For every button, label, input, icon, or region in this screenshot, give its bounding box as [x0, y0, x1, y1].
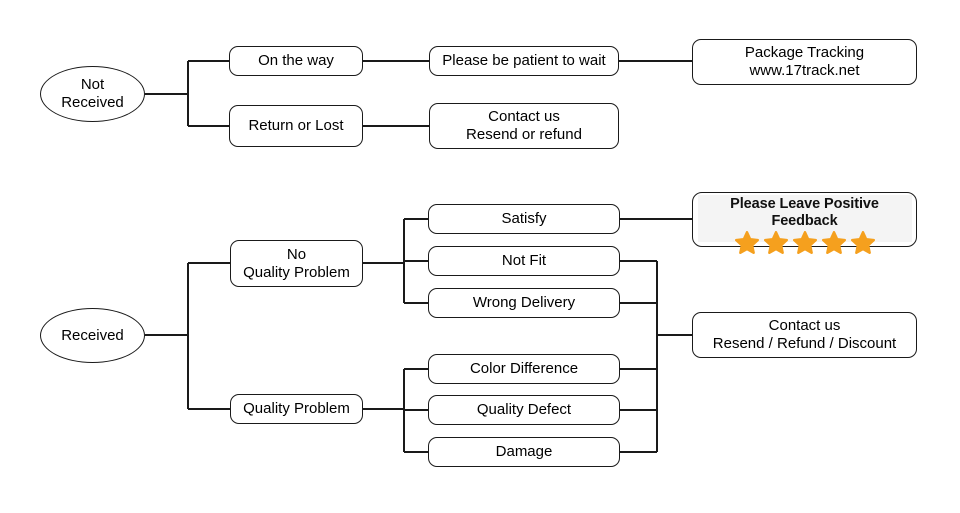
- node-not-received[interactable]: Not Received: [40, 66, 145, 122]
- node-contact-us-resend-refund-discount[interactable]: Contact us Resend / Refund / Discount: [692, 312, 917, 358]
- feedback-title: Please Leave Positive Feedback: [730, 196, 879, 230]
- node-please-be-patient-label: Please be patient to wait: [442, 52, 606, 70]
- feedback-banner: Please Leave Positive Feedback: [697, 195, 912, 255]
- star-icon[interactable]: [792, 231, 817, 255]
- node-return-or-lost[interactable]: Return or Lost: [229, 105, 363, 147]
- node-damage[interactable]: Damage: [428, 437, 620, 467]
- node-contact-us-resend-refund[interactable]: Contact us Resend or refund: [429, 103, 619, 149]
- node-quality-defect[interactable]: Quality Defect: [428, 395, 620, 425]
- node-contact-us-resend-refund-line2: Resend or refund: [466, 126, 582, 143]
- node-color-difference-label: Color Difference: [469, 360, 579, 378]
- node-package-tracking-line2: www.17track.net: [749, 62, 860, 79]
- node-not-received-line1: Not: [80, 76, 105, 94]
- node-satisfy[interactable]: Satisfy: [428, 204, 620, 234]
- node-satisfy-label: Satisfy: [501, 210, 547, 228]
- star-icon[interactable]: [734, 231, 759, 255]
- node-received-label: Received: [61, 326, 124, 344]
- node-wrong-delivery-label: Wrong Delivery: [472, 294, 576, 312]
- node-contact-us-discount-line1: Contact us: [768, 317, 841, 335]
- node-contact-us-discount-line2: Resend / Refund / Discount: [712, 335, 897, 352]
- star-icon[interactable]: [850, 231, 875, 255]
- node-on-the-way[interactable]: On the way: [229, 46, 363, 76]
- node-package-tracking[interactable]: Package Tracking www.17track.net: [692, 39, 917, 85]
- node-no-quality-problem-line1: No: [286, 245, 307, 263]
- node-quality-defect-label: Quality Defect: [476, 401, 572, 419]
- node-wrong-delivery[interactable]: Wrong Delivery: [428, 288, 620, 318]
- node-please-be-patient[interactable]: Please be patient to wait: [429, 46, 619, 76]
- node-color-difference[interactable]: Color Difference: [428, 354, 620, 384]
- node-positive-feedback[interactable]: Please Leave Positive Feedback: [692, 192, 917, 255]
- star-icon[interactable]: [763, 231, 788, 255]
- node-quality-problem[interactable]: Quality Problem: [230, 394, 363, 424]
- star-icon[interactable]: [821, 231, 846, 255]
- node-not-fit-label: Not Fit: [501, 252, 547, 270]
- node-quality-problem-label: Quality Problem: [243, 400, 350, 418]
- star-rating[interactable]: [734, 231, 875, 255]
- node-no-quality-problem[interactable]: No Quality Problem: [230, 240, 363, 287]
- node-package-tracking-line1: Package Tracking: [744, 44, 865, 62]
- node-return-or-lost-label: Return or Lost: [248, 117, 344, 135]
- node-received[interactable]: Received: [40, 308, 145, 363]
- node-contact-us-resend-refund-line1: Contact us: [488, 108, 560, 126]
- node-damage-label: Damage: [495, 443, 553, 461]
- node-on-the-way-label: On the way: [258, 52, 334, 70]
- node-not-fit[interactable]: Not Fit: [428, 246, 620, 276]
- node-no-quality-problem-line2: Quality Problem: [243, 263, 350, 281]
- node-not-received-line2: Received: [61, 94, 124, 111]
